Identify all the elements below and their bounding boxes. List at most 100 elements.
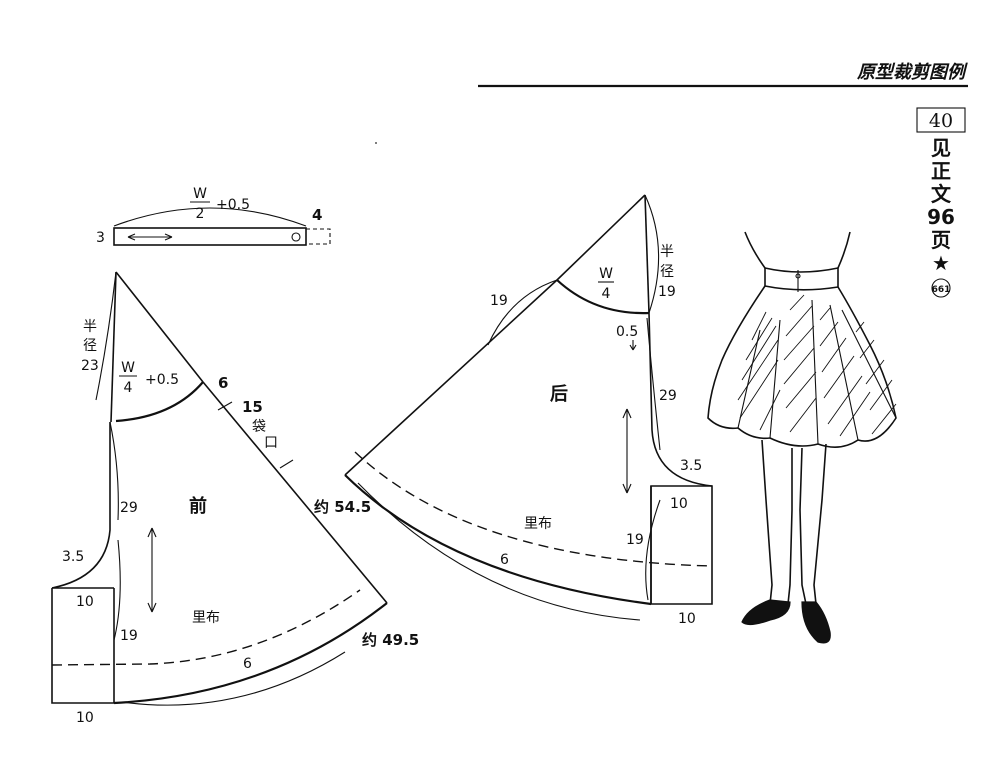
side-tab-char-5: 页 [931, 228, 951, 252]
front-title: 前 [189, 495, 207, 517]
back-lining-line [354, 451, 713, 567]
back-side-length-arc [646, 317, 661, 451]
grain-arrow-heads [127, 233, 173, 241]
scan-speck [375, 142, 377, 144]
front-pocket-tick-bottom [279, 459, 294, 469]
front-crotch-curve [51, 422, 111, 589]
skirt-outline [707, 285, 897, 448]
back-radius-arc [644, 194, 660, 314]
circled-number: 661 [932, 285, 951, 295]
back-crotch-curve [648, 312, 713, 487]
back-grain-arrow-heads [622, 408, 632, 494]
front-extension-width: 10 [76, 594, 94, 610]
front-waist-curve [115, 381, 204, 423]
front-pocket-tick-top [217, 401, 233, 411]
waistband-right-width: 4 [312, 206, 322, 224]
front-lining-label: 里布 [192, 610, 220, 626]
back-piece: 19 W 4 半 径 19 0.5 后 29 3.5 10 里布 19 6 10 [344, 194, 713, 627]
side-tab-char-1: 见 [931, 136, 951, 160]
front-length-arc [113, 539, 121, 641]
skirt-illustration [707, 231, 897, 644]
back-radius-value: 19 [658, 284, 676, 300]
figure-left-leg-outer [761, 439, 773, 605]
front-piece: 半 径 23 W 4 +0.5 6 15 袋 口 29 前 约 54.5 3.5… [51, 271, 419, 726]
front-approx-length-54: 约 54.5 [314, 498, 371, 516]
front-approx-length-49: 约 49.5 [362, 631, 419, 649]
back-center-radius [644, 194, 650, 314]
skirt-button-icon [795, 273, 801, 279]
waistband-piece: W 2 +0.5 3 4 [96, 186, 331, 246]
back-bottom-width: 10 [678, 611, 696, 627]
back-radius-label-1: 半 [660, 244, 674, 260]
back-waist-curve [556, 279, 650, 315]
waistband-dimension-arc [113, 207, 307, 227]
front-hem-curve [113, 602, 388, 705]
front-radius-line [115, 271, 204, 383]
front-hem-allowance: 6 [243, 656, 252, 672]
header-title: 原型裁剪图例 [856, 62, 968, 83]
waistband-plus: +0.5 [216, 197, 250, 213]
side-tab-char-2: 正 [931, 159, 951, 183]
front-pocket-label-2: 口 [264, 435, 278, 451]
front-lining-line [51, 589, 361, 666]
waistband-frac-num: W [193, 186, 207, 202]
front-grain-arrow-heads [147, 527, 157, 613]
figure-left-torso [744, 231, 766, 269]
front-side-arc [109, 421, 119, 521]
figure-right-leg-outer [813, 443, 827, 605]
back-hem-width-arc [357, 482, 641, 621]
front-pocket-length: 15 [242, 398, 263, 416]
front-center-line [110, 271, 117, 423]
front-side-seam [202, 381, 388, 604]
front-frac-num: W [121, 360, 135, 376]
back-side-seam [344, 279, 558, 476]
back-lining-label: 里布 [524, 516, 552, 532]
back-dart-arrow [629, 340, 637, 351]
front-hem-width-arc [121, 651, 346, 706]
left-shoe-icon [741, 599, 791, 626]
back-frac-num: W [599, 266, 613, 282]
right-shoe-icon [801, 601, 831, 644]
front-edge-label: 6 [218, 374, 228, 392]
side-tab-page-number: 96 [927, 205, 955, 229]
back-extension-length: 19 [626, 532, 644, 548]
back-radius-label-2: 径 [660, 264, 674, 280]
skirt-waistband [764, 266, 839, 291]
back-length-arc [645, 499, 661, 601]
skirt-pleat-folds [737, 299, 897, 445]
waistband-left-width: 3 [96, 230, 105, 246]
front-frac-plus: +0.5 [145, 372, 179, 388]
front-frac-den: 4 [124, 380, 133, 396]
front-crotch-depth: 3.5 [62, 549, 84, 565]
front-extension-length: 19 [120, 628, 138, 644]
back-side-arc [487, 279, 558, 346]
circled-number-ring [931, 278, 951, 298]
side-tab-box [916, 107, 966, 133]
back-title: 后 [550, 384, 568, 405]
front-radius-label-1: 半 [83, 319, 97, 335]
front-side-length: 29 [120, 500, 138, 516]
back-dart-depth: 0.5 [616, 324, 638, 340]
back-radius-line [556, 194, 646, 281]
figure-left-leg-inner [787, 448, 793, 605]
waistband-rect [113, 227, 307, 246]
side-tab: 40 见 正 文 96 页 ★ 661 [916, 107, 966, 298]
front-radius-arc [95, 271, 117, 401]
waistband-frac-den: 2 [196, 206, 205, 222]
back-hem-allowance: 6 [500, 552, 509, 568]
star-icon: ★ [932, 251, 950, 275]
front-bottom-width: 10 [76, 710, 94, 726]
waistband-extension [306, 228, 331, 245]
front-radius-label-2: 径 [83, 338, 97, 354]
button-icon [291, 232, 301, 242]
back-side-length: 19 [490, 293, 508, 309]
figure-right-leg-inner [799, 447, 807, 605]
front-pocket-label-1: 袋 [252, 419, 266, 435]
front-radius-value: 23 [81, 358, 99, 374]
back-side-length-29: 29 [659, 388, 677, 404]
figure-right-torso [837, 231, 851, 269]
skirt-hatching [737, 294, 897, 437]
back-crotch-depth: 3.5 [680, 458, 702, 474]
side-tab-number: 40 [929, 110, 953, 132]
